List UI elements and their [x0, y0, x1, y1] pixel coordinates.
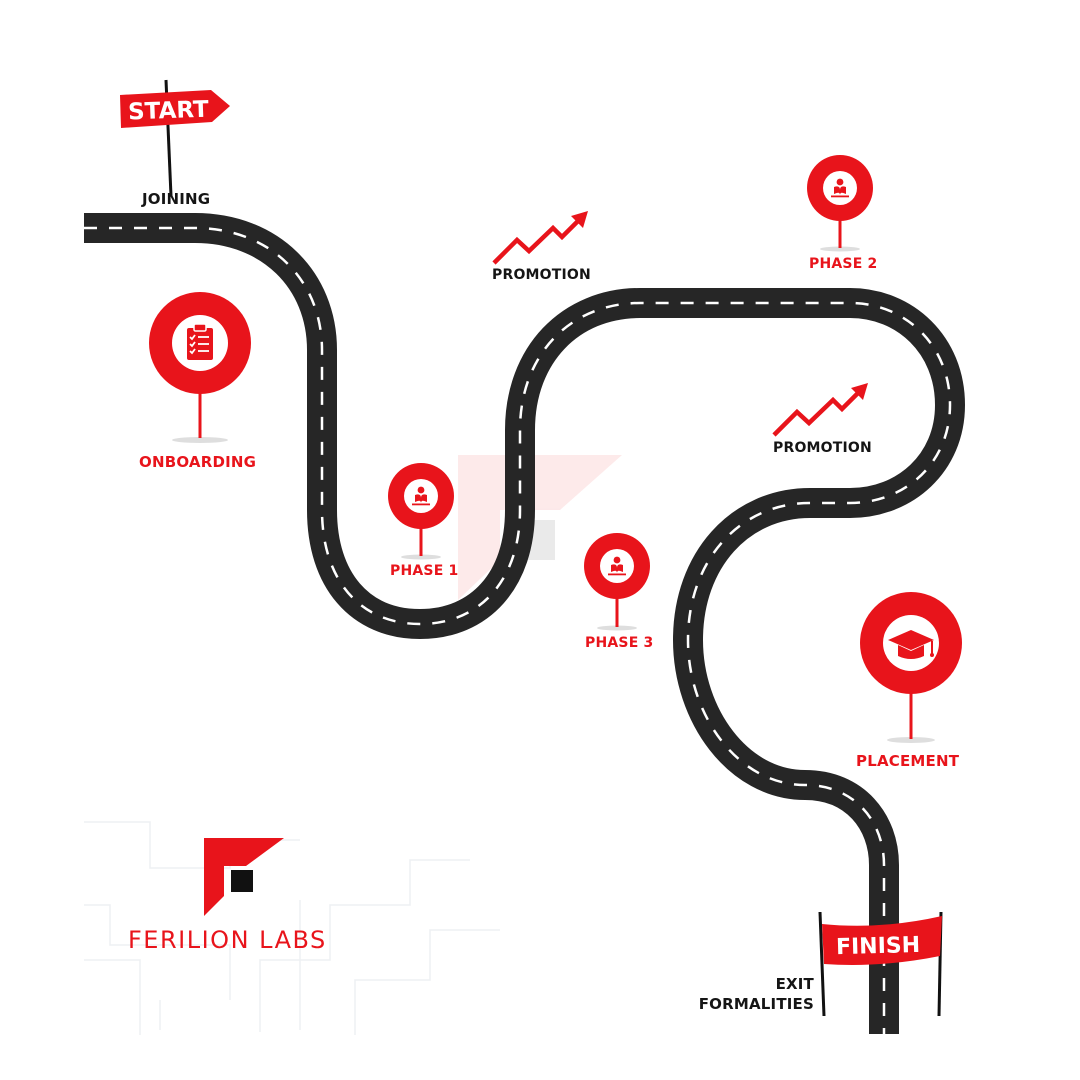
trend-up-arrow-icon: [772, 383, 868, 437]
graduation-cap-icon: [888, 630, 934, 659]
onboarding-pin: [149, 292, 251, 443]
ferilion-logo-mark: [204, 838, 284, 916]
finish-banner: FINISH: [818, 911, 943, 1017]
trend-up-arrow-icon: [492, 211, 588, 265]
exit-formalities-label: EXIT FORMALITIES: [690, 974, 814, 1014]
exit-label-line1: EXIT: [775, 975, 814, 993]
finish-banner-label: FINISH: [836, 933, 921, 960]
phase3-pin: [584, 533, 650, 631]
phase1-label: PHASE 1: [390, 563, 459, 579]
start-sign-label: START: [128, 97, 210, 126]
phase2-label: PHASE 2: [809, 256, 878, 272]
placement-label: PLACEMENT: [856, 752, 960, 770]
phase3-label: PHASE 3: [585, 635, 654, 651]
start-sign: START: [120, 79, 230, 197]
phase1-pin: [388, 463, 454, 560]
placement-pin: [860, 592, 962, 743]
road: [84, 213, 966, 1034]
onboarding-label: ONBOARDING: [139, 453, 257, 471]
clipboard-checklist-icon: [187, 323, 213, 360]
promotion-label-1: PROMOTION: [492, 267, 591, 283]
phase2-pin: [807, 155, 873, 252]
joining-label: JOINING: [142, 190, 211, 208]
promotion-label-2: PROMOTION: [773, 440, 872, 456]
exit-label-line2: FORMALITIES: [698, 995, 814, 1013]
brand-name: FERILION LABS: [128, 926, 327, 954]
